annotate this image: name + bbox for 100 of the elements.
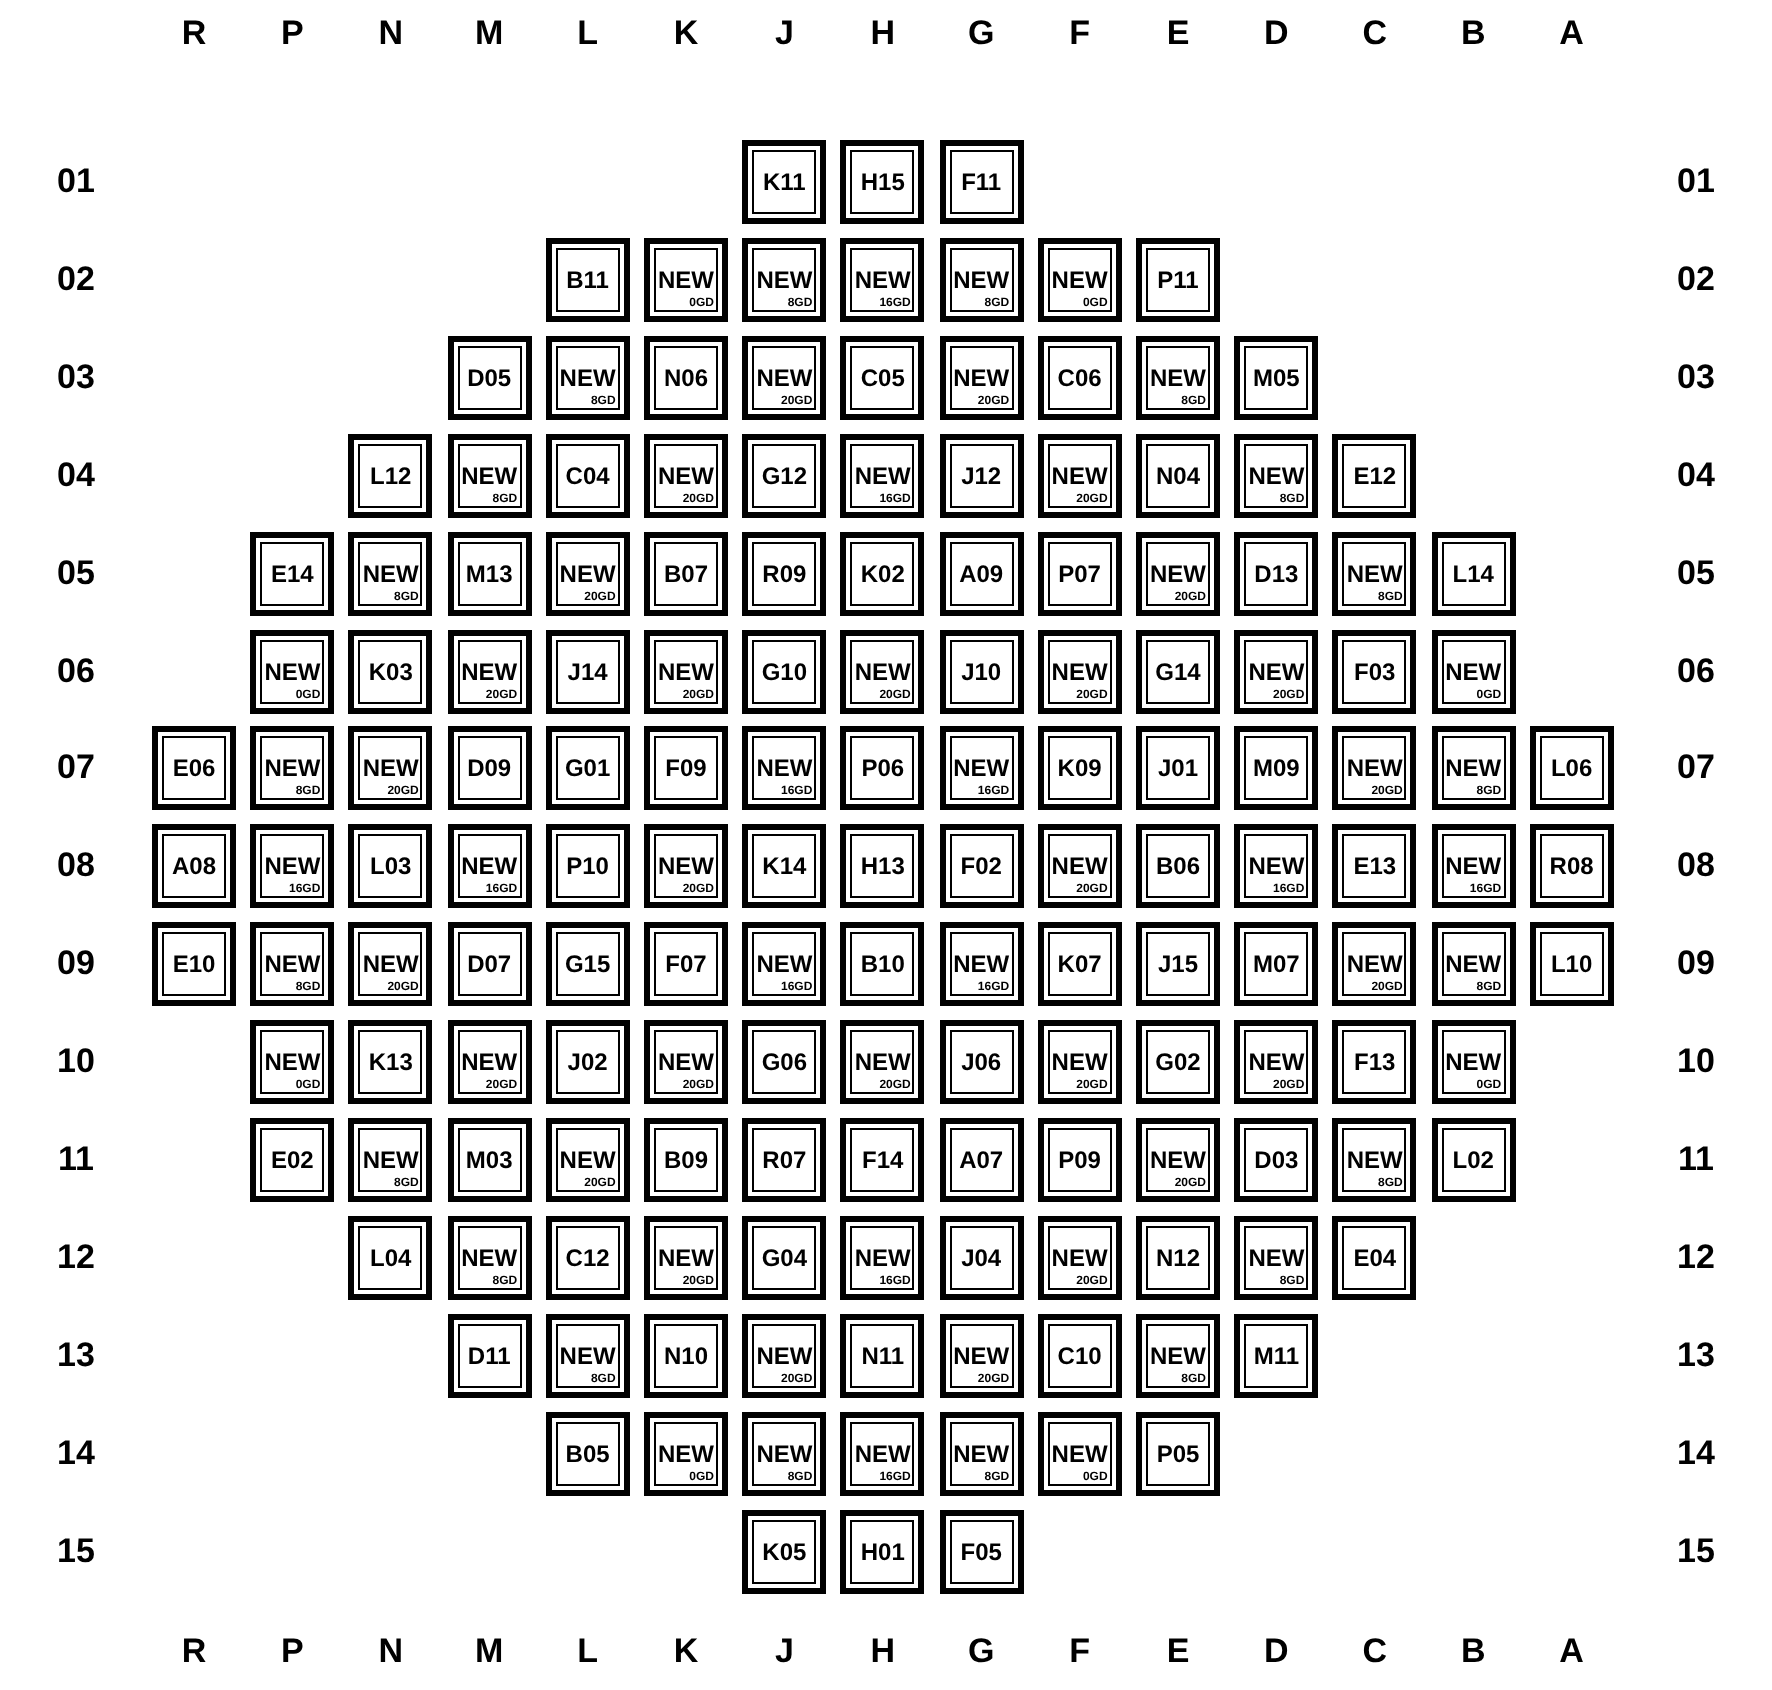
- row-label: 06: [1675, 651, 1717, 691]
- assembly-id: NEW: [656, 1048, 716, 1077]
- row-label: 12: [55, 1237, 97, 1278]
- assembly-id: J06: [959, 1048, 1004, 1077]
- assembly-id: P06: [859, 754, 907, 783]
- column-label: D: [1262, 14, 1291, 54]
- fuel-assembly-cell: [447, 629, 532, 713]
- assembly-id: D09: [465, 754, 514, 783]
- assembly-id: A09: [957, 559, 1006, 588]
- fuel-assembly-cell: [1136, 629, 1220, 713]
- assembly-id: P07: [1056, 559, 1103, 588]
- column-label: B: [1458, 1632, 1488, 1672]
- assembly-id: NEW: [459, 852, 520, 881]
- row-label: 12: [1675, 1237, 1717, 1278]
- row-label: 11: [56, 1140, 96, 1180]
- fuel-assembly-cell: [1037, 237, 1122, 322]
- assembly-id: K13: [366, 1048, 415, 1077]
- assembly-id: K14: [760, 852, 809, 881]
- fuel-assembly-cell: [152, 824, 236, 909]
- fuel-assembly-cell: [1136, 824, 1220, 909]
- assembly-id: K03: [366, 657, 415, 685]
- assembly-id: NEW: [754, 950, 815, 979]
- fuel-assembly-cell: [644, 629, 728, 713]
- fuel-assembly-cell: [840, 1215, 925, 1300]
- fuel-assembly-cell: [250, 726, 335, 811]
- column-label: G: [965, 1632, 997, 1672]
- fuel-assembly-cell: [644, 726, 728, 811]
- fuel-assembly-cell: [840, 1411, 925, 1496]
- fuel-assembly-cell: [348, 824, 433, 909]
- column-label: A: [1557, 1632, 1586, 1672]
- fuel-assembly-cell: [742, 1509, 827, 1594]
- assembly-id: NEW: [1443, 950, 1504, 979]
- assembly-id: NEW: [262, 754, 323, 783]
- assembly-id: G01: [562, 754, 613, 783]
- assembly-id: M07: [1251, 950, 1302, 979]
- row-label: 04: [55, 455, 97, 496]
- fuel-assembly-cell: [1136, 237, 1220, 322]
- row-label: 04: [1675, 455, 1717, 496]
- fuel-assembly-cell: [1234, 1215, 1319, 1300]
- assembly-id: N12: [1153, 1243, 1202, 1272]
- assembly-id: NEW: [852, 461, 913, 490]
- assembly-id: NEW: [656, 1243, 716, 1272]
- assembly-id: NEW: [1443, 657, 1504, 685]
- assembly-id: F09: [663, 754, 709, 783]
- assembly-id: R09: [760, 559, 809, 588]
- assembly-id: C04: [563, 461, 612, 490]
- assembly-id: B05: [563, 1439, 612, 1468]
- fuel-assembly-cell: [348, 531, 433, 616]
- column-label: H: [868, 14, 898, 54]
- assembly-id: B11: [564, 265, 611, 294]
- fuel-assembly-cell: [1332, 1215, 1417, 1300]
- fuel-assembly-cell: [545, 629, 630, 713]
- assembly-id: B06: [1153, 852, 1202, 881]
- fuel-assembly-cell: [545, 1020, 630, 1105]
- assembly-id: NEW: [656, 265, 716, 294]
- assembly-id: C05: [858, 363, 907, 392]
- column-label: N: [376, 1632, 406, 1672]
- assembly-id: A08: [169, 852, 218, 881]
- fuel-assembly-cell: [545, 726, 630, 811]
- assembly-id: NEW: [1246, 461, 1307, 490]
- fuel-assembly-cell: [1332, 1020, 1417, 1105]
- assembly-id: NEW: [262, 852, 323, 881]
- fuel-assembly-cell: [939, 531, 1024, 616]
- assembly-id: NEW: [262, 1048, 323, 1077]
- column-label: N: [376, 14, 406, 54]
- fuel-assembly-cell: [1332, 433, 1417, 518]
- column-label: F: [1067, 1632, 1092, 1672]
- fuel-assembly-cell: [1234, 1313, 1319, 1398]
- fuel-assembly-cell: [1529, 824, 1614, 909]
- fuel-assembly-cell: [1037, 1411, 1122, 1496]
- fuel-assembly-cell: [742, 1411, 827, 1496]
- assembly-id: NEW: [852, 1243, 913, 1272]
- assembly-id: NEW: [852, 1439, 913, 1468]
- fuel-assembly-cell: [1529, 922, 1614, 1007]
- fuel-assembly-cell: [840, 824, 925, 909]
- fuel-assembly-cell: [644, 1118, 728, 1202]
- fuel-assembly-cell: [742, 1215, 827, 1300]
- assembly-id: NEW: [1344, 1146, 1405, 1174]
- row-label: 07: [1675, 748, 1717, 789]
- assembly-id: NEW: [459, 1243, 520, 1272]
- assembly-id: E14: [269, 559, 316, 588]
- assembly-id: NEW: [459, 1048, 520, 1077]
- assembly-id: NEW: [1049, 265, 1110, 294]
- fuel-assembly-cell: [644, 1215, 728, 1300]
- assembly-id: L06: [1548, 754, 1595, 783]
- fuel-assembly-cell: [1037, 1313, 1122, 1398]
- fuel-assembly-cell: [939, 140, 1024, 224]
- fuel-assembly-cell: [644, 922, 728, 1007]
- assembly-id: F02: [958, 852, 1004, 881]
- assembly-id: J10: [959, 657, 1004, 685]
- fuel-assembly-cell: [348, 629, 433, 713]
- assembly-id: NEW: [1148, 1341, 1208, 1370]
- fuel-assembly-cell: [447, 922, 532, 1007]
- assembly-id: R08: [1547, 852, 1596, 881]
- assembly-id: NEW: [360, 559, 421, 588]
- row-label: 10: [55, 1042, 97, 1083]
- fuel-assembly-cell: [1431, 824, 1516, 909]
- fuel-assembly-cell: [644, 335, 728, 420]
- fuel-assembly-cell: [250, 1020, 335, 1105]
- assembly-id: P10: [564, 852, 611, 881]
